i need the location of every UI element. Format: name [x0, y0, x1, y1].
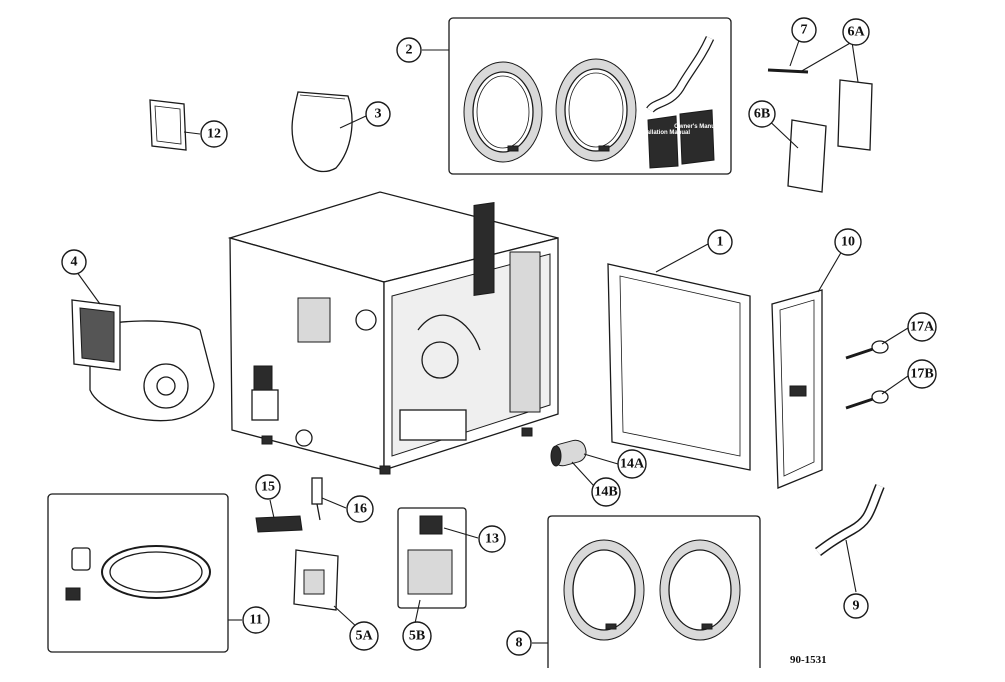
manual-booklets: Installation Manual Owner's Manual [636, 109, 720, 169]
callout-8: 8 [506, 630, 532, 656]
part-5a-control-board [293, 549, 339, 611]
kit-2-box: Installation Manual Owner's Manual [448, 17, 732, 175]
callout-14a: 14A [617, 449, 647, 479]
kit-8-box [547, 515, 761, 668]
callout-3: 3 [365, 101, 391, 127]
callout-label: 9 [853, 599, 860, 614]
callout-6a: 6A [842, 18, 870, 46]
callout-label: 8 [516, 636, 523, 651]
callout-17a: 17A [907, 312, 937, 342]
callout-label: 4 [71, 255, 78, 270]
drawing-number: 90-1531 [790, 654, 827, 666]
callout-label: 13 [485, 532, 499, 547]
callout-5a: 5A [349, 621, 379, 651]
part-14-capacitor [550, 439, 587, 467]
callout-label: 7 [801, 23, 808, 38]
callout-16: 16 [346, 495, 374, 523]
callout-7: 7 [791, 17, 817, 43]
part-9-drain-hose [815, 484, 885, 557]
callout-2: 2 [396, 37, 422, 63]
booklet-left-title: Installation Manual [636, 130, 690, 136]
parts-5b-13-box [397, 507, 467, 609]
callout-15: 15 [255, 474, 281, 500]
callout-12: 12 [200, 120, 228, 148]
booklet-right-title: Owner's Manual [674, 124, 720, 130]
callout-label: 10 [841, 235, 855, 250]
part-12-cover-plate [149, 99, 187, 151]
callout-label: 11 [249, 613, 262, 628]
callouts: 2 3 12 7 6A 6B 4 1 10 17A 17B 14A 14B 15… [61, 17, 937, 656]
callout-4: 4 [61, 249, 87, 275]
part-3-gasket [291, 91, 353, 173]
callout-1: 1 [707, 229, 733, 255]
collar-ring-left [463, 61, 543, 163]
callout-6b: 6B [748, 100, 776, 128]
part-1-filter-frame [607, 263, 751, 471]
callout-5b: 5B [402, 621, 432, 651]
main-cabinet [227, 191, 559, 475]
callout-label: 5A [355, 629, 373, 644]
part-4-blower [71, 299, 215, 422]
parts-6-7-panels [767, 68, 873, 193]
callout-label: 14B [594, 485, 617, 500]
callout-label: 17A [910, 320, 935, 335]
callout-label: 15 [261, 480, 275, 495]
callout-label: 5B [409, 629, 425, 644]
callout-label: 16 [353, 502, 367, 517]
callout-label: 17B [910, 367, 933, 382]
parts-15-16-terminals [255, 477, 323, 533]
callout-label: 12 [207, 127, 221, 142]
parts-17-sensors [845, 340, 889, 410]
callout-label: 6B [754, 107, 770, 122]
collar-ring-right [555, 58, 637, 162]
callout-17b: 17B [907, 359, 937, 389]
callout-label: 6A [847, 25, 865, 40]
callout-9: 9 [843, 593, 869, 619]
callout-14b: 14B [591, 477, 621, 507]
callout-label: 14A [620, 457, 645, 472]
part-10-access-panel [771, 289, 823, 489]
callout-label: 1 [717, 235, 724, 250]
kit-11-box [47, 493, 229, 653]
callout-10: 10 [834, 228, 862, 256]
callout-13: 13 [478, 525, 506, 553]
callout-label: 2 [406, 43, 413, 58]
callout-label: 3 [375, 107, 382, 122]
callout-11: 11 [242, 606, 270, 634]
